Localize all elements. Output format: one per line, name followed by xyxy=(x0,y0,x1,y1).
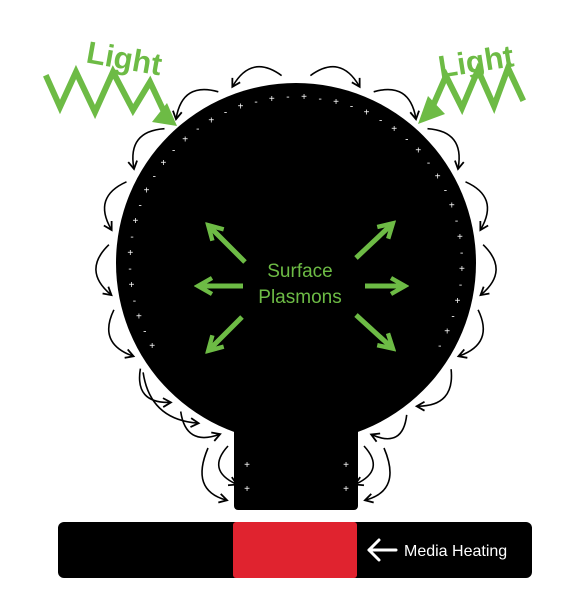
charge-sign: + xyxy=(144,186,150,197)
charge-sign: - xyxy=(455,216,458,227)
heated-region xyxy=(233,522,357,578)
curved-arrow-icon xyxy=(414,369,453,412)
charge-sign: + xyxy=(127,248,133,259)
heating-arrow-icon xyxy=(367,538,398,562)
charge-sign: - xyxy=(130,232,133,243)
curved-arrow-icon xyxy=(127,127,165,171)
charge-sign: + xyxy=(238,102,244,113)
light-wave-left-icon xyxy=(43,64,177,126)
charge-sign: - xyxy=(405,134,408,145)
curved-arrow-icon xyxy=(373,88,420,121)
curved-arrow-icon xyxy=(107,309,136,359)
charge-sign: + xyxy=(333,97,339,108)
charge-sign: - xyxy=(379,115,382,126)
light-wave-right-icon xyxy=(418,60,526,124)
curved-arrow-icon xyxy=(309,66,361,89)
charge-sign: + xyxy=(149,341,155,352)
charge-sign: - xyxy=(459,280,462,291)
charge-sign: + xyxy=(208,115,214,126)
charge-sign: + xyxy=(132,216,138,227)
charge-sign: + xyxy=(160,158,166,169)
charge-sign: - xyxy=(286,92,289,103)
charge-sign: + xyxy=(457,232,463,243)
charge-sign: + xyxy=(129,280,135,291)
charge-sign: + xyxy=(343,484,349,495)
charge-sign: + xyxy=(455,296,461,307)
charge-sign: - xyxy=(427,158,430,169)
charge-sign: + xyxy=(269,94,275,105)
arrow-up-right-icon xyxy=(354,226,390,260)
charge-sign: - xyxy=(139,201,142,212)
curved-arrow-icon xyxy=(363,447,391,504)
curved-arrow-icon xyxy=(95,244,113,297)
curved-arrow-icon xyxy=(427,127,465,171)
light-label-left: Light xyxy=(84,35,165,83)
particle-stem xyxy=(234,410,358,510)
curved-arrow-icon xyxy=(201,447,229,504)
curved-arrow-icon xyxy=(465,181,489,232)
charge-sign: - xyxy=(153,172,156,183)
charge-sign: - xyxy=(172,146,175,157)
plasmons-label-line1: Surface xyxy=(267,261,332,282)
charge-sign: - xyxy=(319,94,322,105)
arrow-down-left-icon xyxy=(211,315,244,348)
charge-sign: + xyxy=(391,124,397,135)
charge-sign: + xyxy=(364,108,370,119)
curved-arrow-icon xyxy=(138,368,173,408)
curved-arrow-icon xyxy=(353,445,374,487)
charge-sign: + xyxy=(444,327,450,338)
curved-arrow-icon xyxy=(369,414,408,443)
charge-sign: - xyxy=(143,327,146,338)
charge-sign: - xyxy=(460,248,463,259)
charge-sign: - xyxy=(438,341,441,352)
charge-sign: - xyxy=(196,124,199,135)
curved-arrow-icon xyxy=(172,88,219,121)
charge-sign: + xyxy=(343,460,349,471)
charge-sign: + xyxy=(459,264,465,275)
arrow-down-right-icon xyxy=(354,313,390,346)
charge-sign: - xyxy=(254,97,257,108)
arrow-up-left-icon xyxy=(211,228,247,264)
curved-arrow-icon xyxy=(103,181,127,232)
charge-sign: - xyxy=(350,102,353,113)
curved-arrow-icon xyxy=(142,372,201,428)
curved-arrow-icon xyxy=(179,411,222,442)
charge-sign: + xyxy=(435,172,441,183)
charge-sign: + xyxy=(415,146,421,157)
charge-sign: - xyxy=(128,264,131,275)
plasmons-label-line2: Plasmons xyxy=(258,287,341,308)
curved-arrow-icon xyxy=(231,66,283,89)
charge-sign: + xyxy=(449,201,455,212)
charge-sign: - xyxy=(224,108,227,119)
charge-sign: - xyxy=(444,186,447,197)
charge-sign: + xyxy=(244,484,250,495)
curved-arrow-icon xyxy=(456,309,485,359)
plasmon-emission-arrows xyxy=(202,226,401,348)
charge-sign: - xyxy=(451,312,454,323)
charge-sign: + xyxy=(244,460,250,471)
media-heating-label: Media Heating xyxy=(404,543,507,560)
curved-arrow-icon xyxy=(479,244,497,297)
charge-sign: - xyxy=(133,296,136,307)
charge-sign: + xyxy=(136,312,142,323)
surface-charges: +-+-+-+-+-+-+-+-+-+-+-+-+-+-+-+-+-+-+-+-… xyxy=(127,92,465,495)
charge-sign: + xyxy=(301,92,307,103)
curved-arrow-icon xyxy=(218,445,239,487)
charge-sign: + xyxy=(182,134,188,145)
surface-wave-arrows xyxy=(95,66,497,504)
